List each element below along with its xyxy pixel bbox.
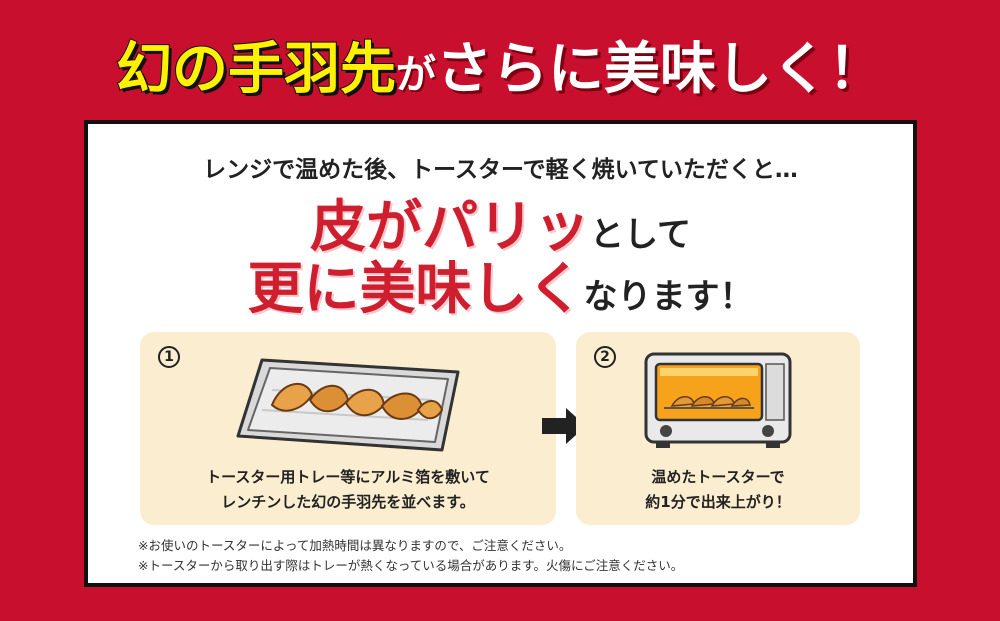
step-1-number: 1 [158, 346, 180, 368]
toaster-oven-icon [642, 350, 794, 458]
instruction-card: レンジで温めた後、トースターで軽く焼いていただくと… 皮がパリッとして 更に美味… [84, 120, 917, 587]
step-2-line-1: 温めたトースターで [651, 468, 785, 486]
headline-highlight: 幻の手羽先 [115, 37, 397, 102]
benefit-line-2: 更に美味しくなります！ [88, 262, 913, 318]
caution-note-1: ※お使いのトースターによって加熱時間は異なりますので、ご注意ください。 [138, 538, 572, 553]
benefit-line-2-tail: なります！ [583, 277, 754, 317]
caution-note-2: ※トースターから取り出す際はトレーが熱くなっている場合があります。火傷にご注意く… [138, 558, 684, 573]
step-1-line-2: レンチンした幻の手羽先を並べます。 [221, 492, 475, 511]
step-1-line-1: トースター用トレー等にアルミ箔を敷いて [206, 468, 490, 486]
step-2-description: 温めたトースターで 約1分で出来上がり！ [576, 465, 860, 515]
headline-particle: が [396, 52, 436, 98]
arrow-right-icon [540, 406, 588, 450]
step-2-line-2: 約1分で出来上がり！ [645, 492, 791, 511]
step-1-panel: 1 トースター用トレー等にアルミ箔を敷いて レ [140, 332, 556, 525]
caution-notes: ※お使いのトースターによって加熱時間は異なりますので、ご注意ください。 ※トース… [138, 536, 683, 576]
headline-rest: さらに美味しく！ [436, 37, 884, 102]
benefit-line-1: 皮がパリッとして [88, 200, 913, 256]
step-2-panel: 2 [576, 332, 860, 525]
headline: 幻の手羽先がさらに美味しく！ [0, 41, 1000, 99]
tray-with-wings-icon [232, 350, 468, 462]
benefit-line-1-tail: として [590, 215, 691, 255]
step-2-number: 2 [594, 346, 616, 368]
benefit-line-2-emphasis: 更に美味しく [247, 257, 584, 322]
step-1-description: トースター用トレー等にアルミ箔を敷いて レンチンした幻の手羽先を並べます。 [140, 465, 556, 515]
lead-text: レンジで温めた後、トースターで軽く焼いていただくと… [203, 157, 798, 183]
benefit-line-1-emphasis: 皮がパリッ [310, 195, 590, 260]
